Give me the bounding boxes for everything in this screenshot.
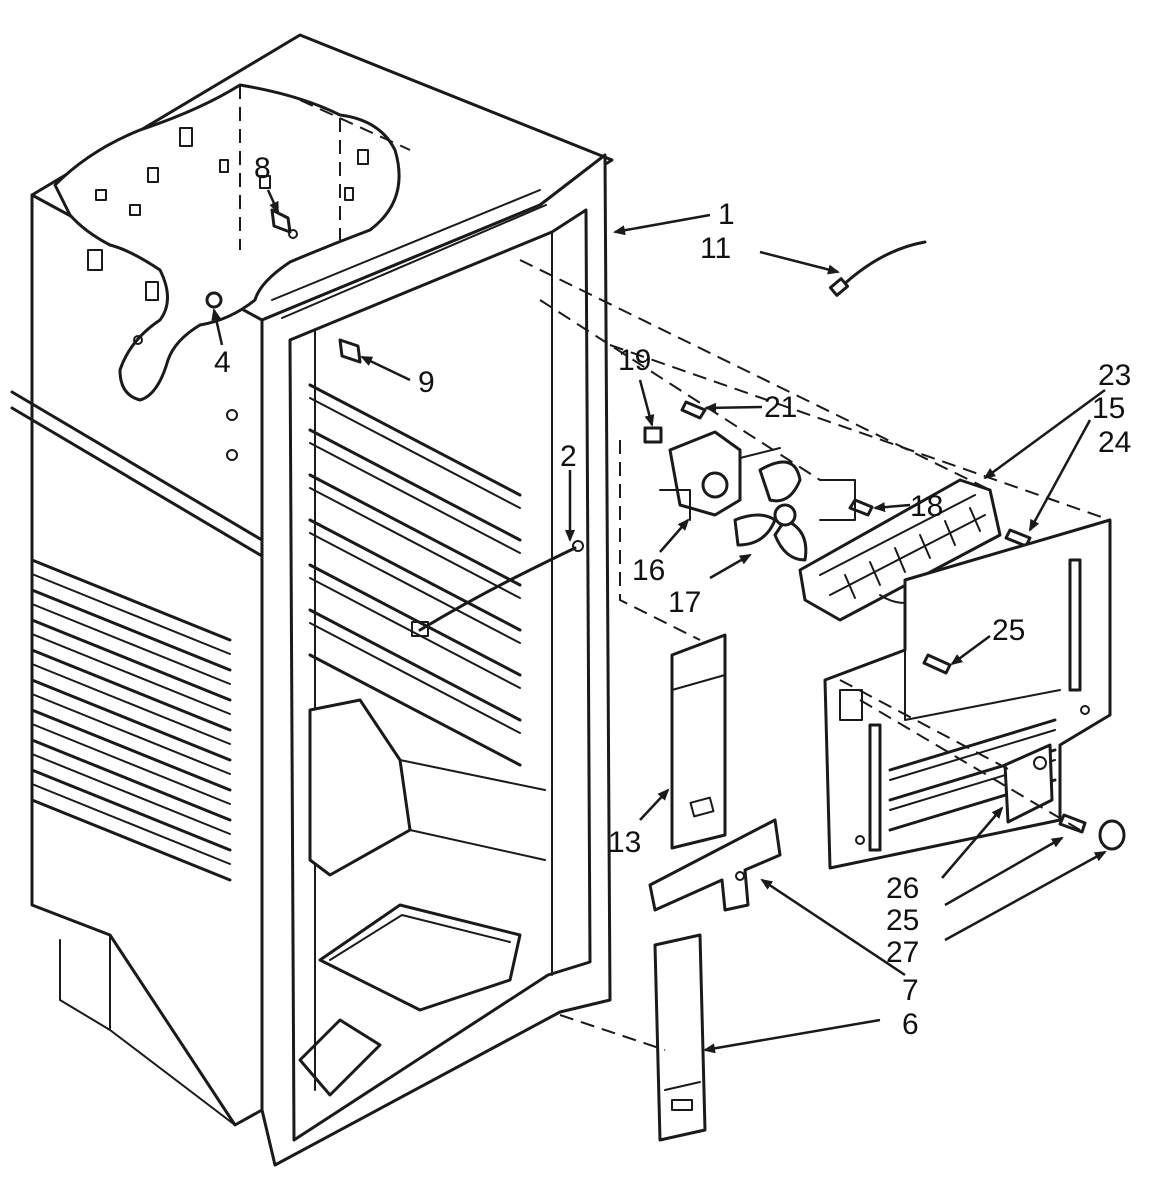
alignment-lines [519, 259, 1111, 1051]
part-fan-blade-17 [733, 460, 808, 562]
label-part-7: 7 [902, 974, 919, 1007]
label-part-24: 24 [1098, 426, 1131, 459]
part-tube-11 [828, 240, 927, 297]
label-part-27: 27 [886, 936, 919, 969]
part-fan-motor-16 [659, 430, 781, 521]
label-part-1: 1 [718, 198, 735, 231]
part-clip-9 [338, 338, 362, 364]
part-screw-4 [205, 291, 223, 309]
leader-arrows [211, 189, 1107, 1054]
part-screw-18 [848, 498, 874, 517]
label-part-2: 2 [560, 440, 577, 473]
part-bracket-7 [648, 818, 782, 912]
top-cutaway [53, 83, 411, 402]
label-part-8: 8 [254, 152, 271, 185]
label-part-4: 4 [214, 346, 231, 379]
label-part-11: 11 [700, 232, 731, 265]
part-bracket [819, 479, 856, 521]
label-part-16: 16 [632, 554, 665, 587]
label-part-9: 9 [418, 366, 435, 399]
part-clip-8 [270, 208, 298, 239]
part-screw-25-top [922, 653, 952, 675]
part-cap-27 [1098, 819, 1126, 851]
part-screw-19 [643, 426, 663, 444]
label-part-13: 13 [608, 826, 641, 859]
part-panel-6 [653, 933, 707, 1142]
part-panel-13 [670, 633, 727, 850]
label-part-19: 19 [618, 344, 651, 377]
side-details [30, 249, 238, 882]
part-harness [411, 540, 584, 637]
part-duct-23 [798, 478, 1002, 622]
label-part-15: 15 [1092, 392, 1125, 425]
label-part-21: 21 [764, 391, 797, 424]
label-part-18: 18 [910, 490, 943, 523]
label-part-25-bottom: 25 [886, 904, 919, 937]
part-number-labels: 1 11 8 4 9 2 19 21 18 23 15 24 16 17 25 … [214, 152, 1131, 1041]
label-part-25-top: 25 [992, 614, 1025, 647]
label-part-26: 26 [886, 872, 919, 905]
shelf-rails [308, 383, 522, 767]
label-part-6: 6 [902, 1008, 919, 1041]
part-cover-26 [1003, 743, 1054, 824]
label-part-23: 23 [1098, 359, 1131, 392]
cabinet-liner [10, 33, 614, 1167]
label-part-17: 17 [668, 586, 701, 619]
bottom-compartments [298, 698, 546, 1097]
part-screw-21 [680, 400, 707, 420]
part-screw-25-bottom [1058, 813, 1087, 834]
